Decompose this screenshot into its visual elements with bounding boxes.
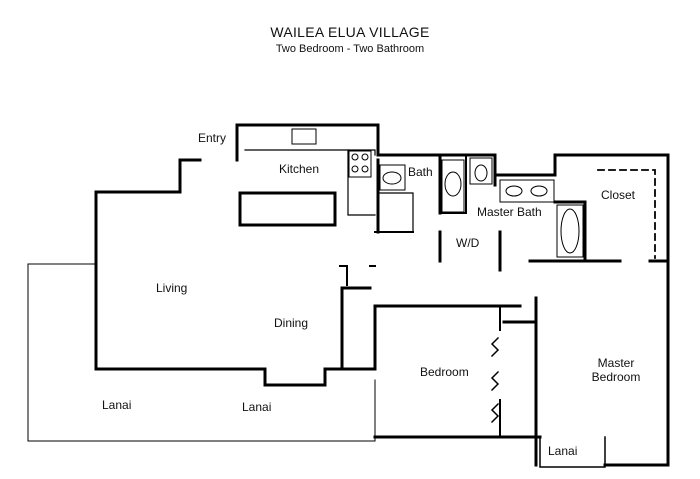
master-right-wall	[603, 263, 670, 467]
kitchen-counter-right	[347, 149, 376, 216]
dining-side-wall	[340, 286, 372, 371]
room-lanai-right: Lanai	[548, 444, 578, 458]
living-wall	[94, 158, 202, 369]
room-closet: Closet	[601, 188, 636, 202]
room-dining: Dining	[274, 316, 309, 330]
room-master-bedroom-line2: Bedroom	[591, 370, 641, 384]
bath-toilet-box	[379, 164, 406, 191]
bifold-door-1	[490, 336, 500, 358]
master-bath-sink-counter	[499, 179, 555, 203]
plan-subtitle: Two Bedroom - Two Bathroom	[275, 43, 425, 55]
master-bath-top-wall	[493, 153, 670, 267]
master-tub	[556, 204, 584, 258]
room-bedroom: Bedroom	[420, 365, 469, 379]
master-bath-shower	[553, 200, 587, 262]
room-wd: W/D	[456, 236, 480, 250]
room-master-bedroom-line1: Master	[597, 356, 635, 370]
dining-bottom-wall	[94, 306, 377, 387]
bath-top-wall	[376, 153, 497, 187]
room-lanai-left: Lanai	[102, 398, 132, 412]
room-master-bedroom: Master Bedroom	[578, 356, 654, 384]
room-bath: Bath	[408, 165, 433, 179]
kitchen-island	[238, 191, 337, 227]
kitchen-counter	[244, 149, 376, 156]
room-entry: Entry	[198, 131, 227, 145]
room-master-bath: Master Bath	[477, 205, 542, 219]
entry-wall	[235, 123, 380, 162]
room-lanai-center: Lanai	[242, 400, 272, 414]
room-kitchen: Kitchen	[279, 162, 320, 176]
toilet-2	[469, 157, 493, 185]
lanai-right	[539, 436, 606, 468]
closet-rod	[597, 169, 656, 259]
bifold-door-3	[490, 402, 500, 424]
bath-vanity	[377, 192, 414, 233]
dining-partition	[339, 265, 348, 286]
plan-title: WAILEA ELUA VILLAGE	[270, 24, 430, 40]
stove	[348, 150, 372, 178]
kitchen-sink	[291, 128, 317, 145]
lanai-outline	[27, 263, 376, 442]
bifold-door-2	[490, 370, 500, 392]
room-living: Living	[156, 281, 188, 295]
bath-wall-right	[439, 156, 467, 214]
